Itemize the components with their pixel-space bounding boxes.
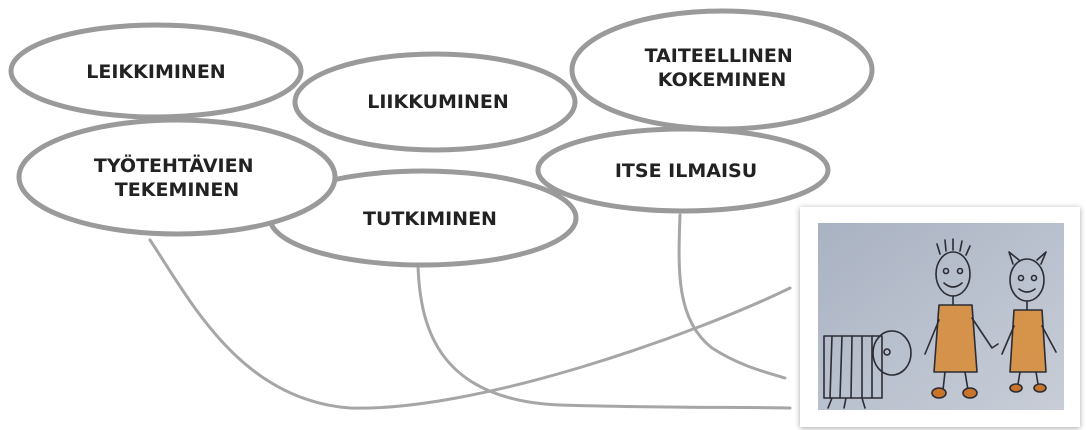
liikkuminen-ellipse bbox=[292, 51, 578, 153]
itse-ilmaisu-label: ITSE ILMAISU bbox=[615, 160, 757, 182]
crayon-drawing bbox=[823, 238, 1057, 409]
taiteellinen-label: TAITEELLINEN KOKEMINEN bbox=[645, 45, 800, 91]
connectors bbox=[148, 213, 792, 410]
tyotehtavien-label: TYÖTEHTÄVIEN TEKEMINEN bbox=[94, 153, 260, 201]
taiteellinen-line-2: KOKEMINEN bbox=[658, 69, 786, 91]
child-drawing-photo bbox=[800, 207, 1080, 427]
liikkuminen-label: LIIKKUMINEN bbox=[367, 91, 509, 113]
drawing-figure-2-dress bbox=[1009, 309, 1047, 373]
liikkuminen-node: LIIKKUMINEN bbox=[292, 51, 578, 153]
leikkiminen-ellipse bbox=[8, 22, 304, 120]
connector-tyotehtavien bbox=[148, 238, 792, 410]
connector-itse-ilmaisu bbox=[677, 213, 787, 380]
drawing-animal-head bbox=[872, 330, 912, 376]
drawing-animal-body bbox=[823, 335, 883, 399]
tyotehtavien-line-1: TYÖTEHTÄVIEN bbox=[94, 153, 254, 177]
itse-ilmaisu-node: ITSE ILMAISU bbox=[535, 126, 831, 214]
tyotehtavien-ellipse bbox=[16, 117, 338, 237]
tutkiminen-node: TUTKIMINEN bbox=[267, 168, 579, 268]
tyotehtavien-node: TYÖTEHTÄVIEN TEKEMINEN bbox=[16, 117, 338, 237]
tyotehtavien-line-2: TEKEMINEN bbox=[115, 179, 239, 201]
connector-tutkiminen bbox=[416, 263, 792, 410]
taiteellinen-line-1: TAITEELLINEN bbox=[645, 45, 793, 67]
leikkiminen-label: LEIKKIMINEN bbox=[86, 61, 225, 83]
tutkiminen-label: TUTKIMINEN bbox=[363, 208, 497, 230]
itse-ilmaisu-ellipse bbox=[535, 126, 831, 214]
drawing-figure-1-dress bbox=[933, 304, 978, 373]
leikkiminen-node: LEIKKIMINEN bbox=[8, 22, 304, 120]
taiteellinen-node: TAITEELLINEN KOKEMINEN bbox=[569, 8, 875, 132]
